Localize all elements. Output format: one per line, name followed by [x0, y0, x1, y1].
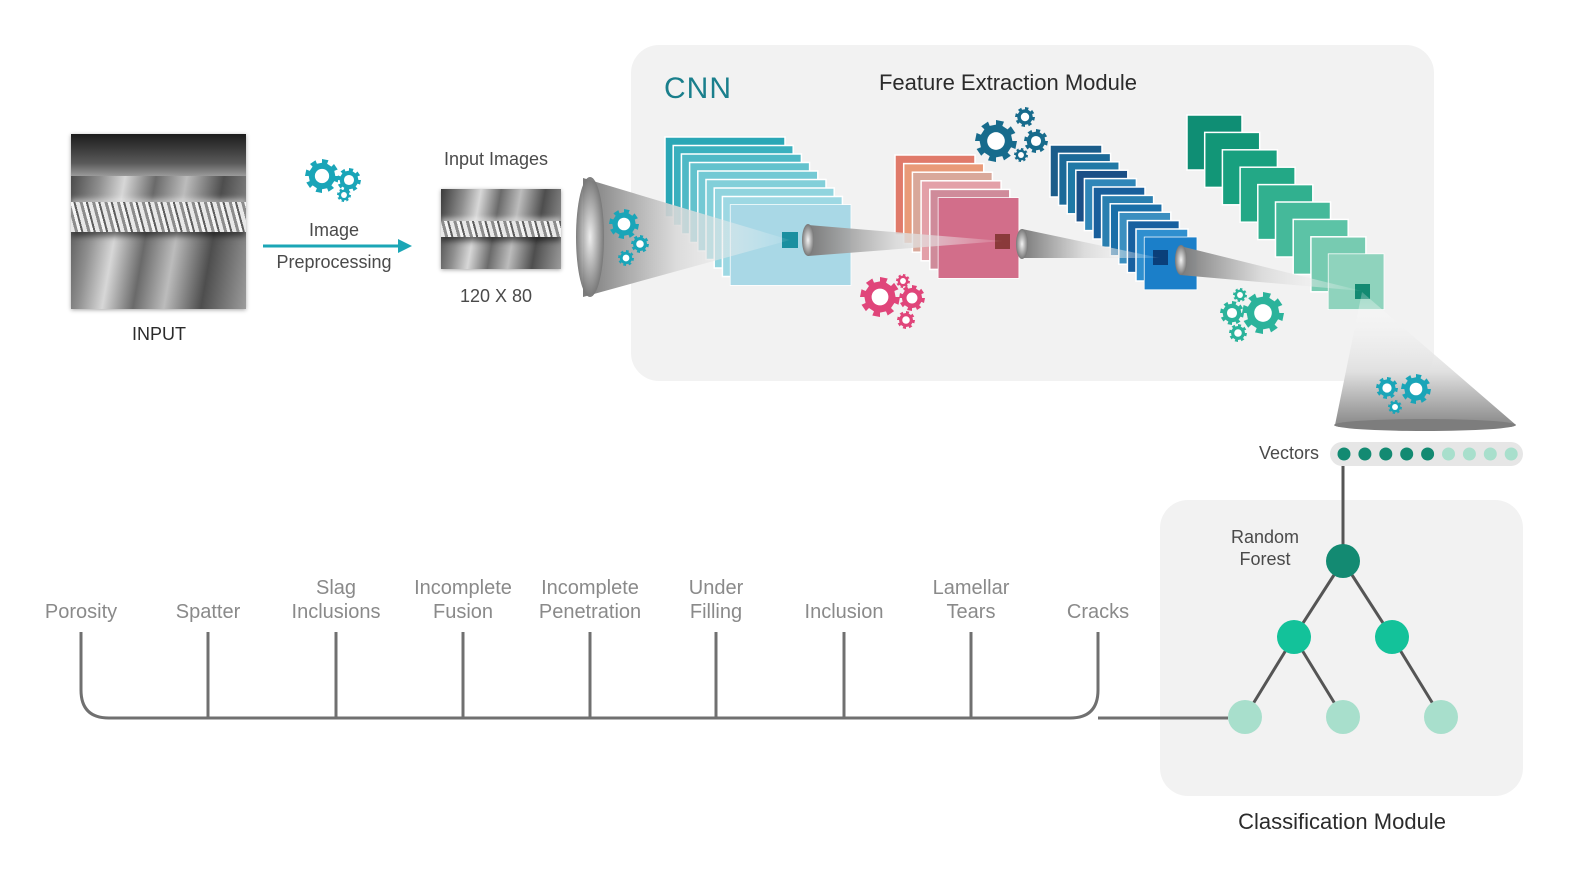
gear-icon: [337, 188, 351, 202]
defect-class-label: Porosity: [44, 601, 118, 623]
vector-dot-dark: [1358, 447, 1372, 461]
gear-icon: [337, 168, 361, 192]
gear-icon: [975, 120, 1017, 162]
defect-class-label-line2: Inclusions: [291, 601, 381, 623]
gear-icon: [1242, 292, 1284, 334]
defect-class-label-line2: Penetration: [538, 601, 642, 623]
defect-class-label: Incomplete: [414, 577, 512, 599]
input-label: INPUT: [132, 324, 186, 344]
gear-icon: [1233, 288, 1247, 302]
vector-dot-dark: [1421, 447, 1435, 461]
gear-icon: [305, 159, 339, 193]
receptive-field-3: [1153, 250, 1168, 265]
vector-dot-dark: [1400, 447, 1414, 461]
defect-class-label-line2: Fusion: [432, 601, 494, 623]
input-images-title: Input Images: [443, 149, 549, 169]
gear-icon: [1229, 324, 1247, 342]
tree-node-right: [1375, 620, 1409, 654]
vector-dot-dark: [1337, 447, 1351, 461]
defect-class-label: Inclusion: [804, 601, 884, 623]
gear-icon: [1014, 148, 1028, 162]
classification-module-title: Classification Module: [1238, 809, 1446, 834]
defect-class-label: Lamellar: [932, 577, 1010, 599]
gear-icon: [1376, 377, 1398, 399]
tree-leaf-2: [1326, 700, 1360, 734]
defect-class-label: Under: [688, 577, 744, 599]
input-images-size: 120 X 80: [459, 286, 533, 306]
input-funnel: [576, 177, 790, 297]
gear-icon: [618, 250, 634, 266]
tree-node-left: [1277, 620, 1311, 654]
gear-icon: [1024, 129, 1048, 153]
feature-extraction-module-title: Feature Extraction Module: [878, 70, 1138, 95]
vector-dot-light: [1462, 447, 1476, 461]
receptive-field-2: [995, 234, 1010, 249]
tree-leaf-1: [1228, 700, 1262, 734]
vector-dot-light: [1483, 447, 1497, 461]
gear-icon: [631, 235, 649, 253]
class-bracket-ticks: [206, 632, 973, 718]
gear-icons: [305, 107, 1431, 414]
receptive-field-4: [1355, 284, 1370, 299]
stack4-front-sheet: [1328, 254, 1384, 310]
gear-icon: [1015, 107, 1035, 127]
vector-dot-light: [1442, 447, 1455, 461]
defect-class-label: Slag: [315, 577, 357, 599]
preprocessed-weld-image: [441, 189, 561, 269]
random-forest-label-line1: Random: [1230, 527, 1300, 547]
defect-class-label: Cracks: [1066, 601, 1130, 623]
gear-icon: [609, 209, 639, 239]
gear-icon: [899, 285, 925, 311]
gear-icon: [896, 274, 910, 288]
preprocess-label-line1: Image: [308, 220, 360, 240]
preprocess-label-line2: Preprocessing: [276, 252, 392, 272]
random-forest-label-line2: Forest: [1239, 549, 1291, 569]
preprocess-arrow: [263, 239, 412, 253]
vectors-label: Vectors: [1259, 443, 1320, 463]
defect-class-label: Incomplete: [541, 577, 639, 599]
cnn-title: CNN: [664, 72, 732, 105]
defect-class-label-line2: Filling: [689, 601, 743, 623]
vector-dot-light: [1504, 447, 1518, 461]
gear-icon: [1220, 301, 1244, 325]
gear-icon: [1401, 374, 1431, 404]
cnn-layer-stack-2: [894, 154, 1020, 279]
vector-dot-dark: [1379, 447, 1393, 461]
funnel-3-4: [1175, 245, 1362, 291]
class-bracket: [79, 632, 1228, 720]
funnel-2-3: [1016, 229, 1160, 259]
funnel-1-2: [802, 224, 1003, 256]
tree-root-node: [1326, 544, 1360, 578]
defect-class-label-line2: Tears: [946, 601, 996, 623]
defect-class-label: Spatter: [175, 601, 241, 623]
gear-icon: [1388, 400, 1402, 414]
gear-icon: [860, 277, 900, 317]
vector-dots: [1337, 447, 1518, 461]
gear-icon: [897, 311, 915, 329]
tree-leaf-3: [1424, 700, 1458, 734]
input-weld-image: [71, 134, 246, 309]
